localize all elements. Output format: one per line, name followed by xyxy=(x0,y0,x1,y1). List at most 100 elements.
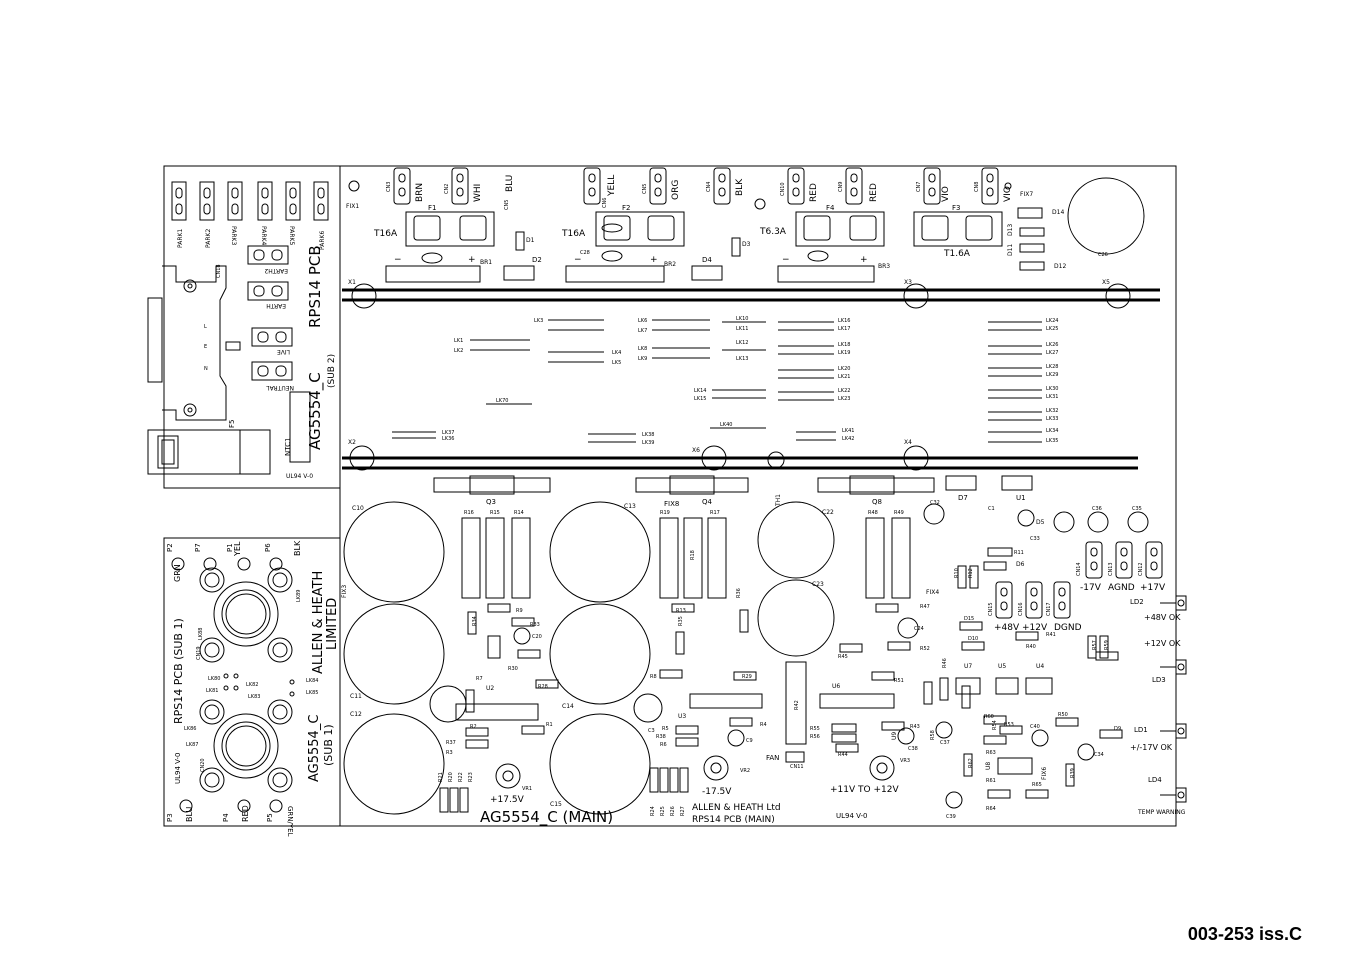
u9-label: U9 xyxy=(891,732,898,740)
r22-label: R22 xyxy=(458,772,464,782)
link-label: LK84 xyxy=(306,678,318,684)
sub1-pad-labels: P2 GRN P7 P1 YEL P6 BLK P3 BLU P4 RED P5… xyxy=(166,540,302,837)
cn-label: CN2 xyxy=(444,184,450,194)
fix7-label: FIX7 xyxy=(1020,191,1033,198)
r20-label: R20 xyxy=(448,772,454,782)
lk-label: LK39 xyxy=(642,440,654,446)
r36-label: R37 xyxy=(446,740,456,746)
r28-label: R28 xyxy=(538,684,548,690)
d12-label: D13 xyxy=(1007,224,1014,236)
earth2-label: EARTH2 xyxy=(264,267,288,274)
c11-label: C11 xyxy=(350,693,362,700)
fix1-label: FIX1 xyxy=(346,203,359,210)
ld2-label: LD2 xyxy=(1130,598,1144,606)
drawing-number: 003-253 iss.C xyxy=(1187,924,1302,944)
main-board-pcb-name: RPS14 PCB (MAIN) xyxy=(692,815,775,825)
r64-label: R65 xyxy=(1032,782,1042,788)
r35-label: R36 xyxy=(736,588,742,598)
c38-label: C38 xyxy=(908,746,918,752)
wire-blk: BLK xyxy=(735,178,745,196)
lk-label: LK19 xyxy=(838,350,850,356)
fuse-rating-t16a: T16A xyxy=(561,229,586,239)
c20-label: C20 xyxy=(532,634,542,640)
r45-label: R46 xyxy=(942,658,948,668)
lk-label: LK21 xyxy=(838,374,850,380)
r53-label: R54 xyxy=(992,720,998,730)
main-top-connectors: CN3 BRN CN2 WHI CN5 BLU CN6 YELL CN5 ORG… xyxy=(386,167,1013,210)
vr2-value: -17.5V xyxy=(702,787,732,797)
fuse-rating-t16a: T16A xyxy=(373,229,398,239)
pad-p6: P6 xyxy=(264,543,272,552)
q4-label: Q4 xyxy=(702,498,713,506)
r30-label: R30 xyxy=(508,666,518,672)
lk-label: LK42 xyxy=(842,436,854,442)
d3-label: D3 xyxy=(742,241,751,248)
c32-label: C32 xyxy=(930,500,940,506)
c23-label: C23 xyxy=(812,581,824,588)
lk-label: LK31 xyxy=(1046,394,1058,400)
main-power-transistors: Q3 Q4 FIX8 Q8 D7 U1 TH1 xyxy=(433,475,1033,508)
x2-label: X2 xyxy=(348,439,356,446)
out-plus48: +48V xyxy=(994,623,1020,633)
r15-label: R15 xyxy=(490,510,500,516)
lk-label: LK7 xyxy=(638,328,647,334)
park-label: PARK1 xyxy=(177,229,184,248)
d13-label: D14 xyxy=(1052,209,1064,216)
main-status-leds: LD2 +48V OK +12V OK LD3 LD1 +/-17V OK LD… xyxy=(1130,595,1187,816)
pad-p2: P2 xyxy=(166,543,174,552)
pad-p5: P5 xyxy=(266,813,274,822)
d1-label: D1 xyxy=(526,237,535,244)
lk-label: LK29 xyxy=(1046,372,1058,378)
c33-label: C33 xyxy=(1030,536,1040,542)
th1-label: TH1 xyxy=(775,494,782,507)
cn-label: CN5 xyxy=(642,184,648,194)
br3-label: BR3 xyxy=(878,263,890,270)
lk-label: LK18 xyxy=(838,342,850,348)
r41-label: R42 xyxy=(794,700,800,710)
sub2-park-connectors: PARK1 PARK2 PARK3 PARK4 PARK5 PARK6 xyxy=(171,181,329,250)
cn-label: CN7 xyxy=(916,182,922,192)
sub2-pcb-name: RPS14 PCB xyxy=(306,245,324,328)
lk-label: LK9 xyxy=(638,356,647,362)
x6-label: X6 xyxy=(692,447,700,454)
r7-label: R7 xyxy=(476,676,483,682)
r55-label: R56 xyxy=(810,734,820,740)
r4-label: R4 xyxy=(760,722,767,728)
r23-label: R23 xyxy=(468,772,474,782)
wire-red: RED xyxy=(809,183,819,202)
wire-red: RED xyxy=(869,183,879,202)
r59-label: R60 xyxy=(984,714,994,720)
cn-label: CN9 xyxy=(838,182,844,192)
r58-label: R59 xyxy=(1104,640,1110,650)
main-resistor-banks: R16 R15 R14 R19 R18 R17 R48 R49 R42 xyxy=(461,510,911,745)
r13-label: R13 xyxy=(676,608,686,614)
r9-label: R9 xyxy=(516,608,523,614)
cn-label: CN5 xyxy=(504,200,510,210)
lk-label: LK2 xyxy=(454,348,463,354)
sub1-connector-cn20: CN20 xyxy=(199,699,293,793)
fix8-label: FIX8 xyxy=(664,500,679,508)
r19-label: R19 xyxy=(660,510,670,516)
lk-label: LK27 xyxy=(1046,350,1058,356)
link-label: LK85 xyxy=(306,690,318,696)
x5-label: X5 xyxy=(1102,279,1110,286)
pad-p4: P4 xyxy=(222,813,230,822)
r25-label: R25 xyxy=(660,806,666,816)
r57-label: R58 xyxy=(930,730,936,740)
r42-label: R43 xyxy=(910,724,920,730)
cn17-label: CN17 xyxy=(1046,602,1052,616)
c9-label: C9 xyxy=(746,738,753,744)
main-output-connectors: CN14 CN13 CN12 -17V AGND +17V CN15 CN16 … xyxy=(988,541,1166,633)
cn-label: CN6 xyxy=(602,198,608,208)
r29-label: R29 xyxy=(742,674,752,680)
cn16-label: CN16 xyxy=(1018,602,1024,616)
r21-label: R21 xyxy=(438,772,444,782)
sub2-iec-inlet: CN18 L E N xyxy=(147,264,241,421)
r54-label: R55 xyxy=(810,726,820,732)
lk-label: LK37 xyxy=(442,430,454,436)
c37-label: C36 xyxy=(1092,506,1102,512)
led-12v-ok: +12V OK xyxy=(1144,639,1181,648)
main-board-maker: ALLEN & HEATH Ltd xyxy=(692,803,781,813)
main-large-capacitors: C10 C11 C12 C13 C14 C15 C22 C23 C1 C3 C3… xyxy=(343,223,1149,820)
